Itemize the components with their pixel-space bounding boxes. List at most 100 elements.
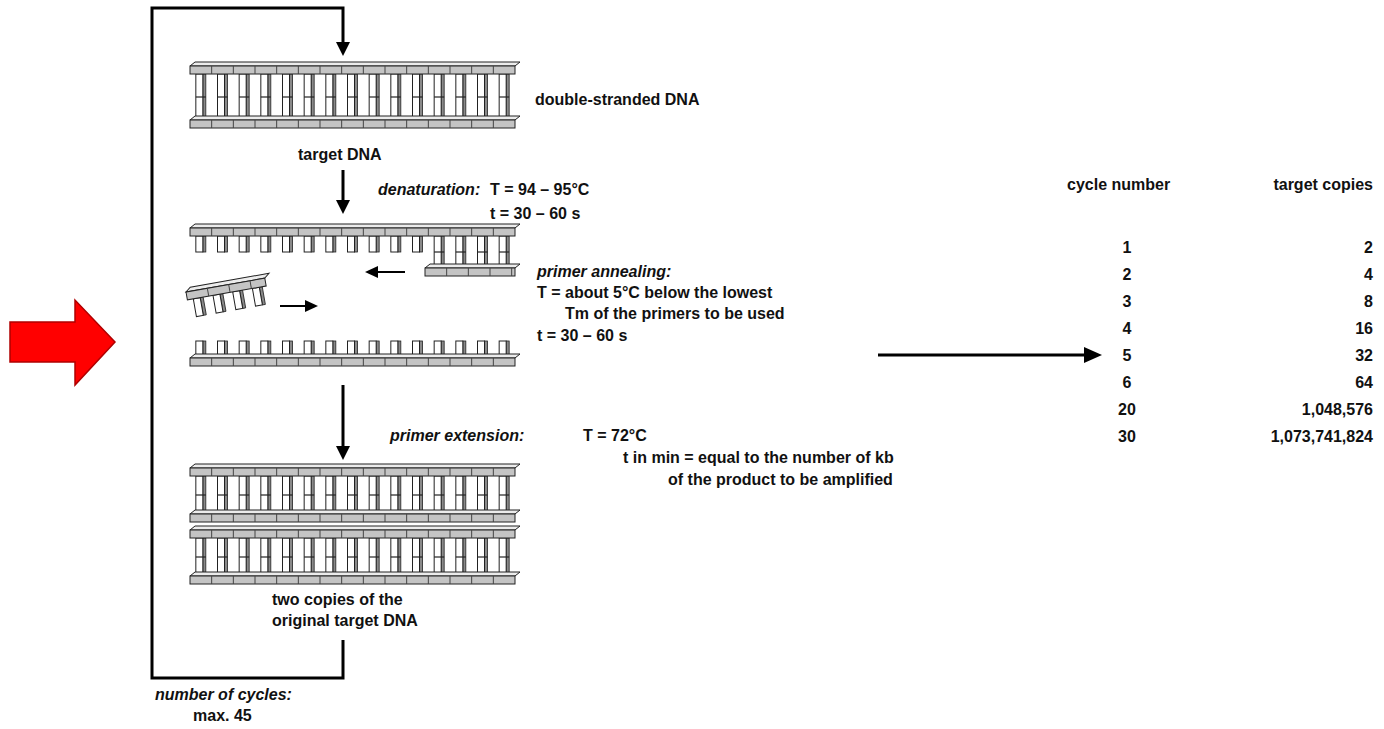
backbone-segment (450, 66, 451, 74)
base-pair (283, 236, 290, 252)
backbone-segment (468, 268, 469, 276)
backbone-segment (406, 514, 407, 522)
backbone-segment (450, 468, 451, 476)
arrow-head (336, 446, 350, 460)
base-pair-bond (434, 251, 444, 252)
table-cell: 4 (1364, 265, 1373, 284)
step-label: of the product to be amplified (668, 470, 893, 489)
backbone-segment (471, 228, 472, 236)
strand-top-face (190, 116, 520, 120)
base-pair-bond (196, 96, 206, 97)
backbone-segment (211, 576, 212, 584)
denatured-strands (190, 224, 520, 366)
backbone-segment (406, 228, 407, 236)
backbone-segment (298, 358, 299, 366)
backbone-segment (363, 514, 364, 522)
dna-label: double-stranded DNA (535, 90, 699, 109)
base-pair-bond (478, 251, 488, 252)
base-pair-bond (348, 96, 358, 97)
backbone-segment (298, 120, 299, 128)
step-label: primer annealing: (537, 262, 671, 281)
table-cell: 3 (1123, 292, 1132, 311)
base-pair-bond (369, 494, 379, 495)
backbone-segment (211, 358, 212, 366)
backbone-segment (428, 66, 429, 74)
table-cell: 8 (1364, 292, 1373, 311)
base-pair-bond (434, 556, 444, 557)
base-pair-bond (499, 556, 509, 557)
base-pair-bond (283, 556, 293, 557)
backbone-segment (406, 576, 407, 584)
backbone-segment (406, 66, 407, 74)
base-pair-bond (218, 96, 228, 97)
base-pair-bond (326, 96, 336, 97)
cycle-note: max. 45 (193, 706, 252, 725)
backbone-segment (493, 576, 494, 584)
base-pair-bond (239, 494, 249, 495)
backbone-segment (450, 358, 451, 366)
base-pair-bond (413, 556, 423, 557)
strand-backbone (190, 228, 515, 236)
backbone-segment (428, 358, 429, 366)
table-cell: 2 (1364, 238, 1373, 257)
base-pair-bond (326, 556, 336, 557)
backbone-segment (511, 268, 512, 276)
backbone-segment (276, 66, 277, 74)
backbone-segment (298, 514, 299, 522)
backbone-segment (211, 66, 212, 74)
base-pair (252, 287, 262, 306)
base-pair-bond (348, 494, 358, 495)
backbone-segment (385, 120, 386, 128)
backbone-segment (363, 468, 364, 476)
base-pair-bond (391, 96, 401, 97)
backbone-segment (211, 228, 212, 236)
backbone-segment (250, 281, 251, 289)
base-pair-bond (456, 251, 466, 252)
strand-backbone (190, 468, 515, 476)
base-pair-bond (304, 494, 314, 495)
red-pointer-arrow (10, 300, 115, 385)
dna-label: original target DNA (272, 611, 418, 630)
base-pair (218, 236, 225, 252)
backbone-segment (298, 228, 299, 236)
backbone-segment (471, 576, 472, 584)
base-pair (369, 236, 376, 252)
strand-backbone (190, 358, 515, 366)
step-label: t in min = equal to the number of kb (623, 448, 894, 467)
table-cell: 64 (1355, 373, 1373, 392)
base-pair-bond (456, 556, 466, 557)
base-pair-bond (478, 494, 488, 495)
step-label: T = 94 – 95°C (490, 180, 589, 199)
backbone-segment (406, 530, 407, 538)
backbone-segment (446, 268, 447, 276)
strand-backbone (186, 278, 266, 300)
step-label: t = 30 – 60 s (490, 204, 580, 223)
base-pair-bond (283, 96, 293, 97)
backbone-segment (493, 468, 494, 476)
step-label: T = 72°C (583, 426, 647, 445)
backbone-segment (255, 358, 256, 366)
backbone-segment (385, 358, 386, 366)
base-pair-bond (261, 96, 271, 97)
backbone-segment (276, 576, 277, 584)
base-pair (193, 298, 203, 317)
backbone-segment (363, 576, 364, 584)
base-pair (239, 236, 246, 252)
base-pair-bond (369, 556, 379, 557)
backbone-segment (298, 468, 299, 476)
strand-backbone (425, 268, 515, 276)
backbone-segment (255, 228, 256, 236)
base-pair-bond (196, 494, 206, 495)
backbone-segment (385, 576, 386, 584)
backbone-segment (298, 576, 299, 584)
backbone-segment (450, 228, 451, 236)
backbone-segment (450, 514, 451, 522)
backbone-segment (490, 268, 491, 276)
backbone-segment (471, 120, 472, 128)
backbone-segment (320, 530, 321, 538)
step-label: T = about 5°C below the lowest (537, 283, 772, 302)
backbone-segment (255, 468, 256, 476)
base-pair-bond (283, 494, 293, 495)
backbone-segment (493, 120, 494, 128)
